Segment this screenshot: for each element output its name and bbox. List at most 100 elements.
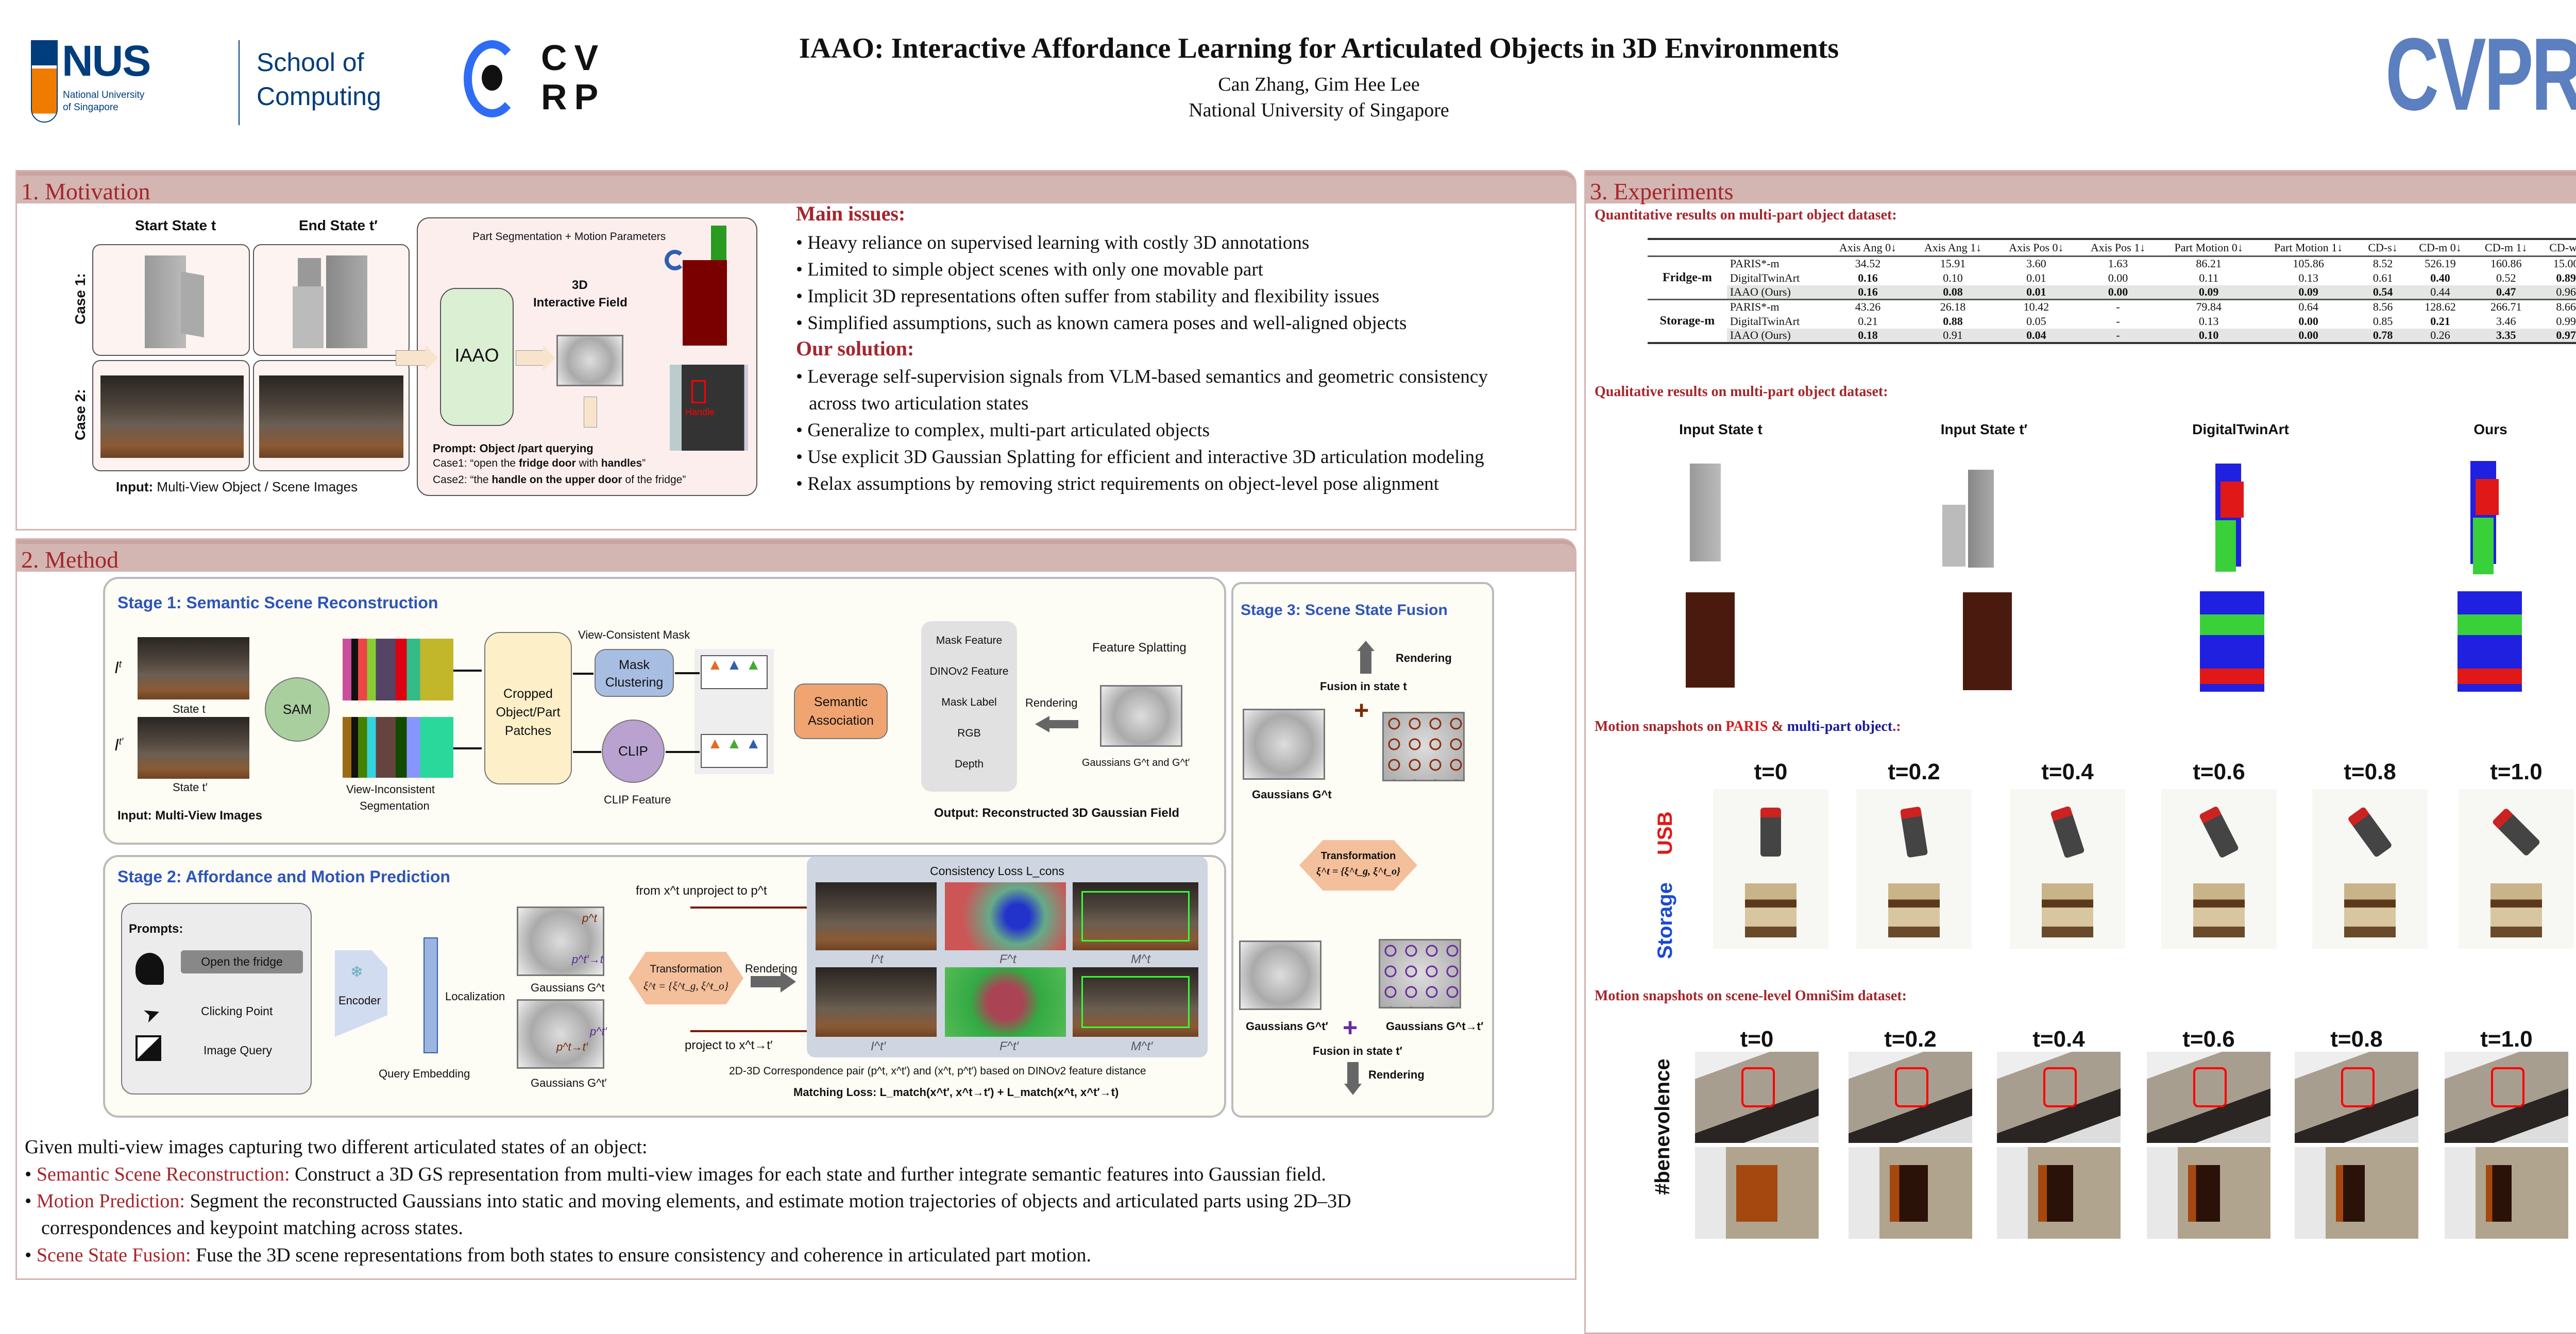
table-value-cell: 0.78 [2358, 328, 2408, 343]
omnisim-t-label: t=0.2 [1884, 1027, 1937, 1052]
qual-column-label: DigitalTwinArt [2192, 421, 2289, 437]
arrow-icon [453, 747, 482, 749]
table-value-cell: 0.04 [1995, 328, 2077, 343]
consistency-image-label: F^t′ [999, 1039, 1019, 1053]
segmentation-tp-image [343, 717, 453, 778]
feature-list-item: Depth [954, 758, 984, 770]
text-prompt-bubble: Open the fridge [181, 950, 303, 973]
table-value-cell: 8.66 [2556, 300, 2576, 314]
table-value-cell: 3.46 [2496, 314, 2516, 328]
input-tp-storage [1963, 592, 2012, 690]
table-header-row: Axis Ang 0↓Axis Ang 1↓Axis Pos 0↓Axis Po… [1648, 239, 2576, 256]
table-method-cell: DigitalTwinArt [1730, 271, 1800, 284]
input-t-storage [1686, 592, 1735, 688]
usb-snapshot-image [1760, 808, 1781, 857]
clip-node: CLIP [602, 720, 665, 783]
cabinet-image [1736, 1165, 1777, 1222]
feature-list-item: Mask Label [941, 696, 997, 708]
nus-logo: NUS National University of Singapore [31, 37, 240, 128]
segmented-fridge-image [683, 260, 727, 346]
table-value-cell: 0.01 [2026, 271, 2046, 284]
method-summary-item: • Semantic Scene Reconstruction: Constru… [25, 1164, 1326, 1185]
qual-column-label: Ours [2473, 421, 2507, 437]
table-value-cell: 26.18 [1940, 300, 1966, 314]
method-header: 2. Method [17, 540, 1575, 573]
storage-snapshot-image [2344, 883, 2396, 937]
rendering-arrow-shaft [1048, 720, 1078, 728]
case1-start-image [92, 244, 250, 356]
rendering-arrow-left-icon [1035, 716, 1049, 732]
table-value-cell: 0.44 [2407, 285, 2473, 300]
table-column-header: CD-w↓ [2549, 241, 2576, 254]
table-value-cell: 1.63 [2108, 257, 2128, 270]
omnisim-t-label: t=0.6 [2182, 1027, 2235, 1052]
head-icon [135, 953, 164, 985]
consistency-image-label: F^t [999, 952, 1016, 966]
cabinet-image [2188, 1165, 2220, 1222]
table-value-cell: 0.99 [2556, 314, 2576, 328]
table-value-cell: 128.62 [2425, 300, 2456, 314]
summary-term: Scene State Fusion: [36, 1244, 191, 1266]
query-embedding-bar [423, 937, 438, 1053]
table-value-cell: 0.91 [1910, 328, 1995, 343]
storage-snapshot-image [1888, 883, 1940, 937]
case2-end-image [253, 360, 410, 471]
arrow-head-icon [543, 345, 555, 371]
cabinet-image [2038, 1165, 2073, 1222]
table-value-cell: 3.60 [2026, 257, 2046, 270]
arrow-icon [573, 751, 601, 753]
table-header-empty [1727, 239, 1825, 256]
arrow-up-icon [584, 397, 597, 427]
solution-item: • Leverage self-supervision signals from… [796, 366, 1488, 387]
main-issue-item: • Limited to simple object scenes with o… [796, 259, 1263, 280]
quant-title: Quantitative results on multi-part objec… [1595, 207, 1897, 223]
table-value-cell: 0.21 [2430, 314, 2450, 328]
arrow-icon [453, 670, 482, 672]
motion-t-label: t=0 [1754, 759, 1788, 784]
cabinet-image [1890, 1165, 1928, 1222]
solution-heading: Our solution: [796, 337, 914, 360]
table-value-cell: 0.11 [2199, 271, 2218, 284]
omnisim-scene-image [1997, 1052, 2121, 1143]
table-value-cell: 0.54 [2358, 285, 2408, 300]
table-value-cell: 0.47 [2473, 285, 2539, 300]
table-value-cell: 0.52 [2496, 271, 2516, 284]
table-value-cell: 0.40 [2430, 271, 2450, 284]
omnisim-scene-image [1849, 1052, 1972, 1143]
table-value-cell: 0.21 [1858, 314, 1878, 328]
table-group-label: Fridge-m [1662, 271, 1712, 284]
gaussians-t-cube [517, 907, 604, 976]
case2-start-image [92, 360, 250, 471]
highlight-box [2193, 1067, 2227, 1107]
method-summary-continuation: correspondences and keypoint matching ac… [41, 1217, 463, 1239]
highlight-box [2341, 1067, 2375, 1107]
rendering-arrow-icon [751, 976, 782, 987]
authors: Can Zhang, Gim Hee Lee [1218, 74, 1420, 95]
arrow-head [1357, 641, 1375, 651]
cvrp-logo: CV RP [464, 38, 613, 123]
mask-image-t [1073, 882, 1198, 950]
table-value-cell: 0.18 [1825, 328, 1910, 343]
iaao-box: IAAO [440, 288, 514, 426]
unproject-arrow [690, 907, 809, 909]
stage3-gaussians-t-cube [1243, 709, 1325, 780]
render-image-t [816, 882, 937, 950]
table-method-cell: IAAO (Ours) [1726, 285, 1825, 300]
omnisim-t-label: t=0 [1740, 1027, 1774, 1052]
interactive-field-cube [556, 335, 623, 386]
table-value-cell: 0.88 [1943, 314, 1963, 328]
table-column-header: Axis Pos 0↓ [2009, 241, 2064, 254]
table-value-cell: 15.91 [1940, 257, 1966, 270]
omnisim-t-label: t=0.8 [2330, 1027, 2383, 1052]
highlight-box [1895, 1067, 1928, 1107]
motion-t-label: t=0.2 [1888, 759, 1940, 784]
table-value-cell: - [2077, 328, 2159, 343]
ours-storage [2458, 591, 2522, 692]
arrow-icon [675, 672, 700, 674]
method-summary-intro: Given multi-view images capturing two di… [25, 1136, 648, 1158]
